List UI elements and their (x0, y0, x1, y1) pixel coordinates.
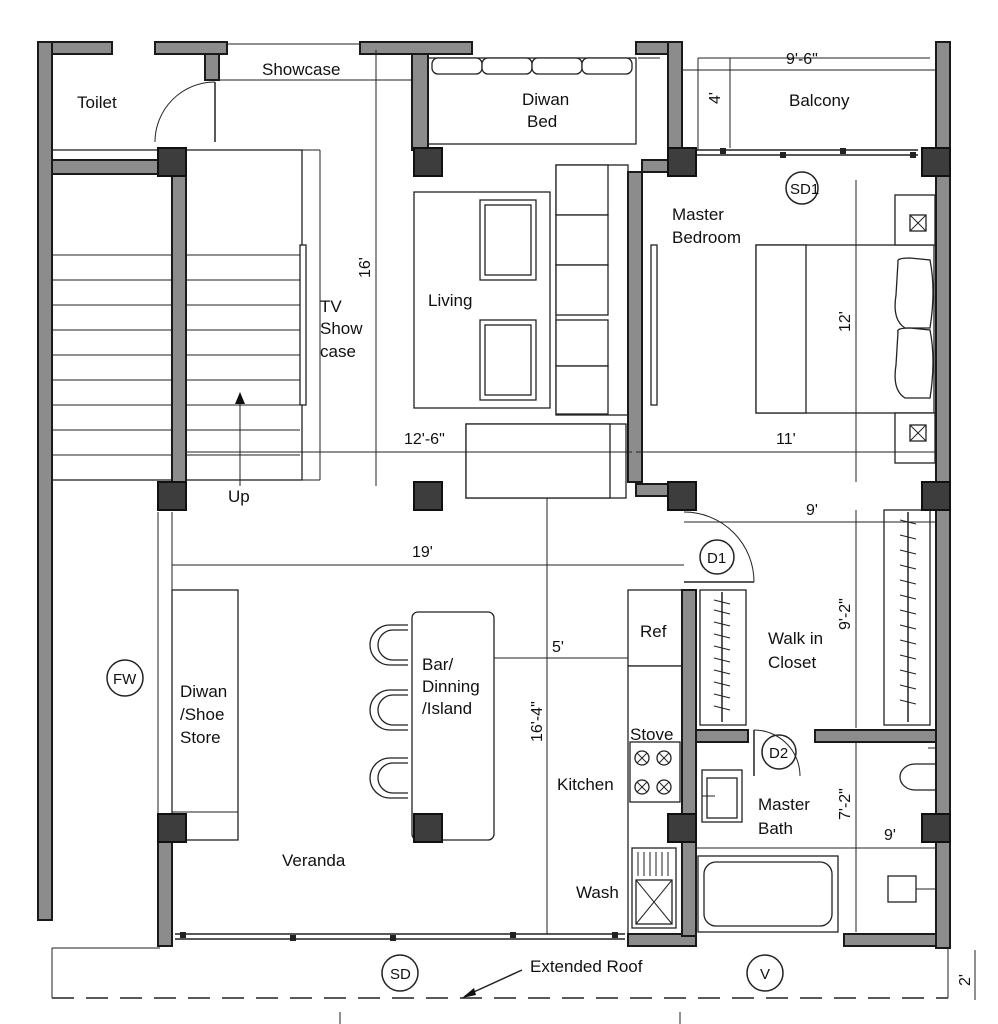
bath-fixtures (697, 747, 935, 933)
dim-living-width: 12'-6" (404, 431, 445, 448)
label-walk-in-2: Closet (768, 653, 816, 672)
label-diwan-bed-2: Bed (527, 112, 557, 131)
label-bar-2: Dinning (422, 677, 480, 696)
master-bed (755, 194, 936, 464)
dim-bedroom-height: 12' (837, 311, 854, 332)
closet-rails (699, 509, 931, 726)
dim-closet-width: 9' (806, 502, 818, 519)
label-master-bedroom-2: Bedroom (672, 228, 741, 247)
label-tv-2: Show (320, 319, 363, 338)
dim-balcony-depth: 4' (707, 92, 724, 104)
dim-bath-height: 7'-2" (837, 788, 854, 820)
columns (157, 147, 951, 843)
tag-v: V (760, 966, 770, 983)
bar-island (369, 611, 495, 841)
dim-living-height: 16' (357, 257, 374, 278)
tag-d1: D1 (707, 550, 726, 567)
label-showcase: Showcase (262, 60, 340, 79)
dim-closet-height: 9'-2" (837, 598, 854, 630)
label-master-bath-1: Master (758, 795, 810, 814)
label-veranda: Veranda (282, 851, 346, 870)
dim-balcony-width: 9'-6" (786, 51, 818, 68)
dim-bedroom-width: 11' (776, 431, 796, 448)
label-tv-3: case (320, 342, 356, 361)
living-furniture (413, 164, 629, 499)
label-bar-1: Bar/ (422, 655, 453, 674)
dim-bath-width: 9' (884, 827, 896, 844)
label-master-bath-2: Bath (758, 819, 793, 838)
label-balcony: Balcony (789, 91, 850, 110)
label-stove: Stove (630, 725, 673, 744)
label-ref: Ref (640, 622, 667, 641)
tag-sd1: SD1 (790, 181, 819, 198)
label-walk-in-1: Walk in (768, 629, 823, 648)
label-kitchen: Kitchen (557, 775, 614, 794)
label-toilet: Toilet (77, 93, 117, 112)
tag-d2: D2 (769, 745, 788, 762)
extended-roof-outline (51, 947, 949, 1024)
door-swings (154, 81, 801, 777)
tag-sd: SD (390, 966, 411, 983)
tv-showcase (299, 244, 658, 406)
dim-veranda-height: 16'-4" (529, 701, 546, 742)
dim-roof-depth: 2' (957, 974, 974, 986)
diwan-bed (427, 57, 637, 145)
label-diwan-shoe-1: Diwan (180, 682, 227, 701)
label-up: Up (228, 487, 250, 506)
kitchen-counter (627, 589, 683, 941)
label-diwan-shoe-3: Store (180, 728, 221, 747)
label-extended-roof: Extended Roof (530, 957, 643, 976)
label-wash: Wash (576, 883, 619, 902)
diwan-shoe-store (157, 512, 239, 841)
label-tv-1: TV (320, 297, 342, 316)
label-diwan-shoe-2: /Shoe (180, 705, 224, 724)
sliding-doors (175, 43, 930, 941)
label-living: Living (428, 291, 472, 310)
label-diwan-bed-1: Diwan (522, 90, 569, 109)
tag-fw: FW (113, 671, 137, 688)
label-bar-3: /Island (422, 699, 472, 718)
dimension-lines (172, 50, 976, 1000)
tag-circles (106, 171, 819, 992)
label-master-bedroom-1: Master (672, 205, 724, 224)
dim-veranda-width: 19' (412, 544, 433, 561)
dim-island-gap: 5' (552, 639, 564, 656)
